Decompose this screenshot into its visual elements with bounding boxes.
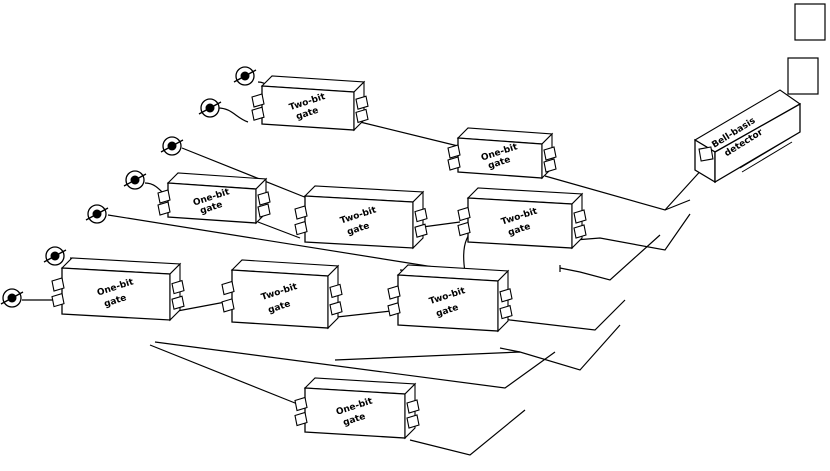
qubit-source-icon bbox=[85, 204, 109, 224]
gate-port bbox=[457, 206, 471, 222]
gate-port bbox=[457, 221, 471, 237]
output-pad-2 bbox=[787, 57, 819, 95]
qubit-source-icon bbox=[198, 98, 222, 118]
gate-port bbox=[573, 224, 587, 239]
gate-port bbox=[329, 301, 343, 316]
gate-port bbox=[51, 277, 65, 292]
gate-port bbox=[257, 191, 271, 206]
gate-port bbox=[387, 285, 401, 300]
bell-basis-detector: Bell-basis detector bbox=[693, 89, 802, 184]
gate-port bbox=[355, 95, 369, 110]
gate-port bbox=[414, 223, 428, 238]
qubit-source-icon bbox=[43, 246, 67, 266]
qubit-source-icon bbox=[123, 170, 147, 190]
gate-port bbox=[221, 280, 235, 296]
gate-port bbox=[221, 298, 235, 313]
gate-port bbox=[157, 201, 171, 216]
sources-layer bbox=[0, 66, 257, 308]
gate-port bbox=[251, 106, 265, 121]
gate-port bbox=[294, 220, 308, 236]
gate-port bbox=[329, 283, 343, 299]
gate-port bbox=[294, 396, 308, 412]
gate-port bbox=[171, 279, 185, 295]
gate-port bbox=[573, 209, 587, 224]
gate-port bbox=[387, 302, 401, 317]
gate-port bbox=[251, 93, 265, 108]
gate-port bbox=[543, 146, 557, 161]
qubit-source-icon bbox=[160, 136, 184, 156]
gate-port bbox=[355, 108, 369, 124]
gate-port bbox=[543, 158, 557, 173]
gate-port bbox=[257, 203, 271, 218]
qubit-source-icon bbox=[0, 288, 24, 308]
gate-port bbox=[499, 304, 513, 320]
gate-port bbox=[499, 288, 513, 303]
gate-port bbox=[406, 414, 420, 429]
gate-port bbox=[406, 399, 420, 414]
gate-port bbox=[171, 295, 185, 310]
gate-port bbox=[157, 189, 171, 204]
gate-port bbox=[447, 144, 461, 159]
gate-port bbox=[294, 205, 308, 220]
qubit-source-icon bbox=[233, 66, 257, 86]
gate-port bbox=[51, 292, 65, 308]
output-pad-1 bbox=[794, 3, 826, 41]
gate-port bbox=[414, 207, 428, 223]
gate-port bbox=[447, 156, 461, 171]
gate-port bbox=[294, 411, 308, 427]
